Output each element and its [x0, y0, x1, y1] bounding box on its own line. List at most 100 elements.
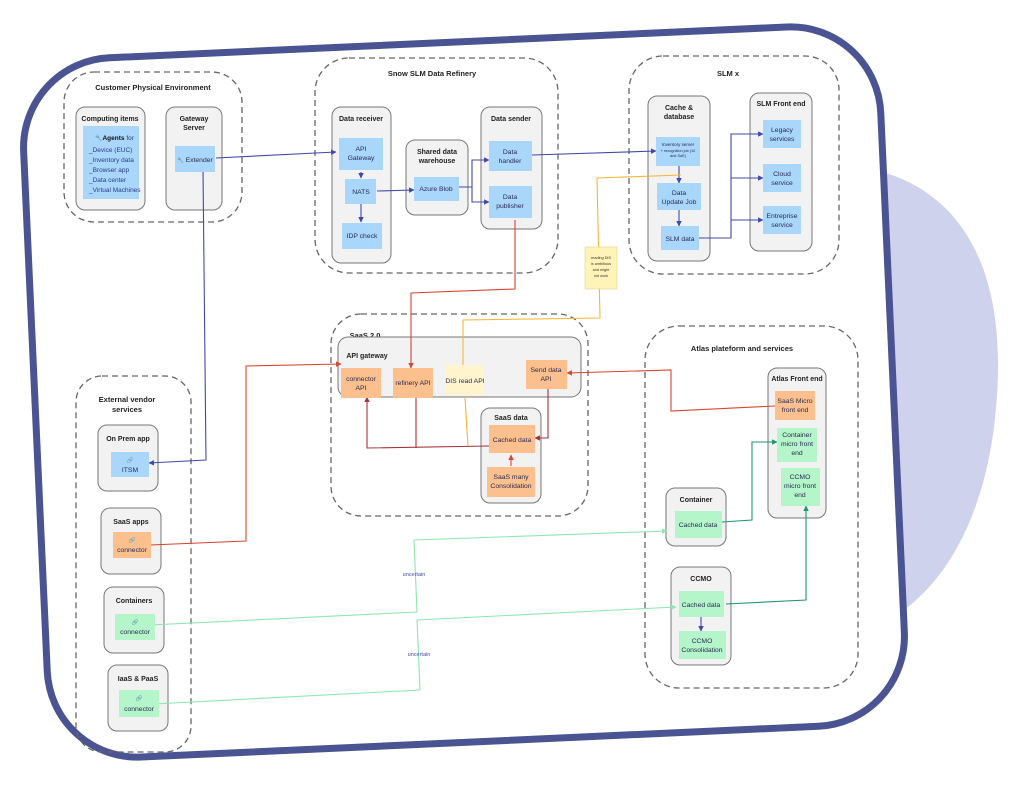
- panel-saas-data-title: SaaS data: [494, 415, 528, 422]
- node-connector-api: [341, 368, 381, 398]
- node-ccmo-cached: [679, 591, 724, 617]
- panel-shared-dw-title-line2: warehouse: [418, 158, 456, 165]
- agents-item: _Inventory data: [88, 157, 134, 164]
- node-saas-micro: [775, 391, 815, 420]
- enterprise-label-line2: service: [771, 222, 793, 229]
- group-slmx-title: SLM x: [717, 69, 740, 78]
- edge-cache-to-dis-read: [462, 174, 682, 365]
- panel-saas-apps-title: SaaS apps: [113, 519, 149, 526]
- edge-containers-to-container-cached: [149, 528, 668, 626]
- container-micro-label-line1: Container: [782, 432, 812, 439]
- panel-ccmo-title: CCMO: [690, 576, 712, 583]
- update-job-label-line2: Update Job: [662, 199, 697, 206]
- node-update-job: [657, 183, 701, 210]
- dis-read-api-label: DIS read API: [445, 378, 484, 385]
- saas-consol-label-line2: Consolidation: [490, 483, 531, 490]
- saas-connector-icon: 🔗: [129, 536, 136, 544]
- containers-connector-label: connector: [120, 629, 151, 636]
- data-handler-label-line1: Data: [503, 149, 518, 156]
- group-atlas-box: [644, 325, 859, 689]
- wrench-icon: 🔧: [177, 156, 185, 164]
- node-container-micro: [777, 428, 817, 462]
- legacy-label-line1: Legacy: [771, 127, 794, 134]
- panel-iaas-title: IaaS & PaaS: [118, 676, 159, 683]
- sticky-line: and might: [593, 268, 611, 272]
- send-data-api-label-line1: Send data: [531, 367, 562, 374]
- edge-cached-to-connector-api: [364, 396, 490, 449]
- data-publisher-label-line1: Data: [503, 194, 518, 201]
- data-handler-label-line2: handler: [499, 158, 522, 165]
- edge-azure-to-publisher: [471, 187, 490, 205]
- data-publisher-label-line2: publisher: [496, 203, 524, 210]
- node-azure-blob: [414, 177, 459, 201]
- node-iaas-connector: [119, 690, 159, 717]
- agents-item: _Device (EUC): [88, 147, 132, 154]
- group-slmx-box: [628, 55, 840, 275]
- group-customer-title: Customer Physical Environment: [95, 83, 211, 92]
- edge-label-uncertain-2: uncertain: [408, 652, 431, 658]
- node-legacy: [763, 120, 801, 148]
- itsm-icon: 🔗: [127, 456, 134, 464]
- node-nats: [345, 179, 376, 204]
- update-job-label-line1: Data: [672, 190, 687, 197]
- node-dis-read-api: [446, 365, 484, 395]
- saas-connector-label: connector: [117, 547, 148, 554]
- cloud-label-line1: Cloud: [773, 171, 791, 178]
- edge-azure-to-handler: [458, 157, 490, 188]
- inventory-server-detail-line2: and SaE): [670, 154, 687, 158]
- agents-title: 🔧Agents for: [95, 134, 135, 142]
- node-saas-consol: [487, 467, 535, 497]
- edge-dis-read-to-cached: [464, 397, 469, 447]
- edge-publisher-to-refinery-api: [408, 220, 516, 369]
- panel-cache-db-title-line1: Cache &: [665, 105, 693, 112]
- panel-cache-db-title-line2: database: [664, 114, 694, 121]
- connector-api-label-line1: connector: [346, 376, 377, 383]
- panel-atlas-front-title: Atlas Front end: [771, 376, 822, 383]
- node-inventory-server: [656, 137, 700, 166]
- agents-item: _Browser app: [88, 167, 129, 174]
- saas-consol-label-line1: SaaS many: [493, 474, 529, 481]
- node-itsm: [111, 452, 149, 477]
- saas-micro-label-line2: front end: [782, 407, 809, 414]
- node-ccmo-micro: [781, 468, 820, 506]
- panel-shared-dw-title-line1: Shared data: [417, 149, 457, 156]
- edge-send-data-to-cached: [534, 388, 549, 441]
- node-data-handler: [489, 141, 532, 171]
- api-gateway-label-line2: Gateway: [348, 155, 375, 162]
- node-send-data-api: [526, 360, 567, 389]
- container-cached-label: Cached data: [679, 522, 718, 529]
- ccmo-consol-label-line2: Consolidation: [681, 647, 722, 654]
- ccmo-consol-label-line1: CCMO: [692, 638, 713, 645]
- sticky-line: not work: [594, 274, 608, 278]
- ccmo-cached-label: Cached data: [682, 602, 721, 609]
- extender-label: 🔧 Extender: [177, 156, 213, 164]
- node-api-gateway: [339, 138, 383, 170]
- ccmo-micro-label-line3: end: [794, 492, 806, 499]
- node-agents: [83, 126, 139, 199]
- api-gateway-label-line1: API: [356, 146, 367, 153]
- edge-ccmo-cached-to-micro: [725, 505, 809, 605]
- panel-containers-title: Containers: [116, 598, 153, 605]
- node-ccmo-consol: [679, 631, 726, 659]
- node-saas-connector: [113, 532, 151, 558]
- group-atlas-title: Atlas plateform and services: [691, 344, 793, 353]
- group-refinery-box: [314, 57, 559, 274]
- refinery-api-label: refinery API: [395, 380, 430, 387]
- saas-micro-label-line1: SaaS Micro: [777, 398, 812, 405]
- container-micro-label-line2: micro front: [781, 441, 813, 448]
- ccmo-micro-label-line1: CCMO: [790, 474, 811, 481]
- panel-data-receiver-title: Data receiver: [339, 116, 383, 123]
- edge-label-uncertain-1: uncertain: [403, 572, 426, 578]
- group-refinery-title: Snow SLM Data Refinery: [388, 69, 477, 78]
- node-extender: [175, 146, 215, 172]
- group-customer-box: [63, 71, 243, 223]
- node-data-publisher: [489, 186, 532, 218]
- group-saas2-title: SaaS 2.0: [350, 331, 381, 340]
- group-external-box: [75, 375, 192, 753]
- panel-computing-title: Computing items: [81, 116, 138, 123]
- edge-container-cached-to-micro: [721, 439, 778, 523]
- send-data-api-label-line2: API: [541, 376, 552, 383]
- slm-data-label: SLM data: [665, 236, 694, 243]
